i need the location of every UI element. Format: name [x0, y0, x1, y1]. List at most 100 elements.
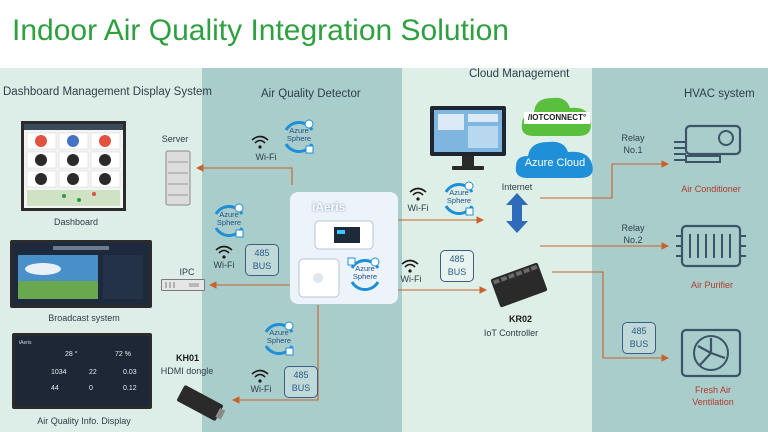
iaeris-label: iAeris [312, 200, 346, 214]
iaeris-touch-panel-icon [314, 220, 374, 250]
iot-controller-icon [490, 262, 548, 308]
internet-label: Internet [501, 182, 533, 192]
iotconnect-logo: /IOTCONNECT° [524, 112, 590, 124]
azure-line2: Sphere [286, 134, 312, 143]
bus-line1: 485 [293, 370, 309, 380]
wifi-label: Wi-Fi [400, 274, 422, 284]
fresh-air-line-a: Fresh Air [694, 385, 731, 395]
azure-line1: Azure [449, 188, 469, 197]
wifi-icon [215, 245, 233, 259]
monitor-icon [430, 106, 506, 170]
ipc-device-icon [161, 279, 205, 291]
azure-line2: Sphere [216, 218, 242, 227]
fresh-air-line-b: Ventilation [692, 397, 734, 407]
air-purifier-icon [676, 224, 746, 268]
azure-line2: Sphere [446, 196, 472, 205]
bus-line2: BUS [447, 267, 467, 277]
kr02-name-label: KR02 [509, 314, 533, 324]
wifi-icon [251, 369, 269, 383]
dashboard-label: Dashboard [53, 217, 99, 227]
broadcast-screen-image [10, 240, 152, 308]
air-conditioner-icon [674, 124, 742, 163]
bus-line2: BUS [252, 261, 272, 271]
wifi-icon [409, 187, 427, 201]
svg-text:iAeris: iAeris [19, 340, 32, 346]
wifi-label: Wi-Fi [407, 203, 429, 213]
wifi-label: Wi-Fi [255, 152, 277, 162]
hvac-section-panel [592, 68, 768, 432]
iotconnect-cloud: /IOTCONNECT° [518, 92, 594, 140]
wifi-icon [401, 259, 419, 273]
wifi-icon [251, 135, 269, 149]
svg-text:0.12: 0.12 [123, 385, 137, 392]
azure-line1: Azure [289, 126, 309, 135]
azure-line1: Azure [355, 264, 375, 273]
svg-text:22: 22 [89, 369, 97, 376]
azure-line2: Sphere [352, 272, 378, 281]
dashboard-screen-image [21, 121, 126, 211]
bus-line2: BUS [629, 339, 649, 349]
svg-text:0.03: 0.03 [123, 369, 137, 376]
arrow-to-fresh-air [552, 271, 670, 362]
section-header-hvac: HVAC system [684, 88, 755, 100]
kh01-desc-label: HDMI dongle [160, 366, 214, 376]
bus-line1: 485 [254, 248, 270, 258]
server-label: Server [161, 134, 189, 144]
azure-cloud-label: Azure Cloud [524, 157, 586, 169]
bus-line1: 485 [631, 326, 647, 336]
azure-cloud: Azure Cloud [514, 140, 596, 180]
wifi-label: Wi-Fi [213, 260, 235, 270]
section-header-detector: Air Quality Detector [261, 88, 361, 100]
internet-bidirectional-arrow [506, 193, 528, 233]
aq-display-label: Air Quality Info. Display [37, 416, 131, 426]
svg-text:44: 44 [51, 385, 59, 392]
wifi-label: Wi-Fi [250, 384, 272, 394]
air-conditioner-label: Air Conditioner [681, 184, 741, 194]
arrow-to-kh01 [231, 305, 319, 404]
svg-text:1034: 1034 [51, 369, 67, 376]
kr02-desc-label: IoT Controller [483, 328, 539, 338]
section-header-dashboard: Dashboard Management Display System [3, 86, 213, 98]
azure-line1: Azure [219, 210, 239, 219]
svg-text:28 °: 28 ° [65, 350, 78, 358]
bus-line1: 485 [449, 254, 465, 264]
broadcast-label: Broadcast system [48, 313, 120, 323]
relay1-line-b: No.1 [623, 145, 643, 155]
azure-line2: Sphere [266, 336, 292, 345]
bus-line2: BUS [291, 383, 311, 393]
aq-display-screen-image: iAeris 28 ° 72 % 1034 22 0.03 44 0 0.12 [12, 333, 152, 409]
relay1-line-a: Relay [621, 133, 645, 143]
aq-display-content: iAeris 28 ° 72 % 1034 22 0.03 44 0 0.12 [15, 336, 149, 406]
page-title: Indoor Air Quality Integration Solution [12, 14, 509, 47]
azure-sphere-icon [284, 119, 314, 154]
ipc-label: IPC [179, 267, 195, 277]
dashboard-screen-content [24, 124, 123, 206]
azure-sphere-icon [264, 321, 294, 356]
iaeris-sensor-icon [298, 258, 340, 298]
azure-sphere-icon [347, 257, 380, 292]
air-purifier-label: Air Purifier [690, 280, 733, 290]
hdmi-dongle-icon [177, 385, 226, 421]
server-icon [165, 150, 191, 206]
azure-sphere-icon [444, 181, 474, 216]
kh01-name-label: KH01 [176, 353, 200, 363]
azure-sphere-icon [214, 203, 244, 238]
svg-text:72 %: 72 % [115, 351, 131, 358]
arrow-relay-1 [540, 160, 670, 199]
broadcast-screen-content [13, 243, 149, 305]
arrow-to-server [195, 164, 293, 185]
section-header-cloud: Cloud Management [469, 68, 570, 80]
relay2-line-a: Relay [621, 223, 645, 233]
azure-line1: Azure [269, 328, 289, 337]
